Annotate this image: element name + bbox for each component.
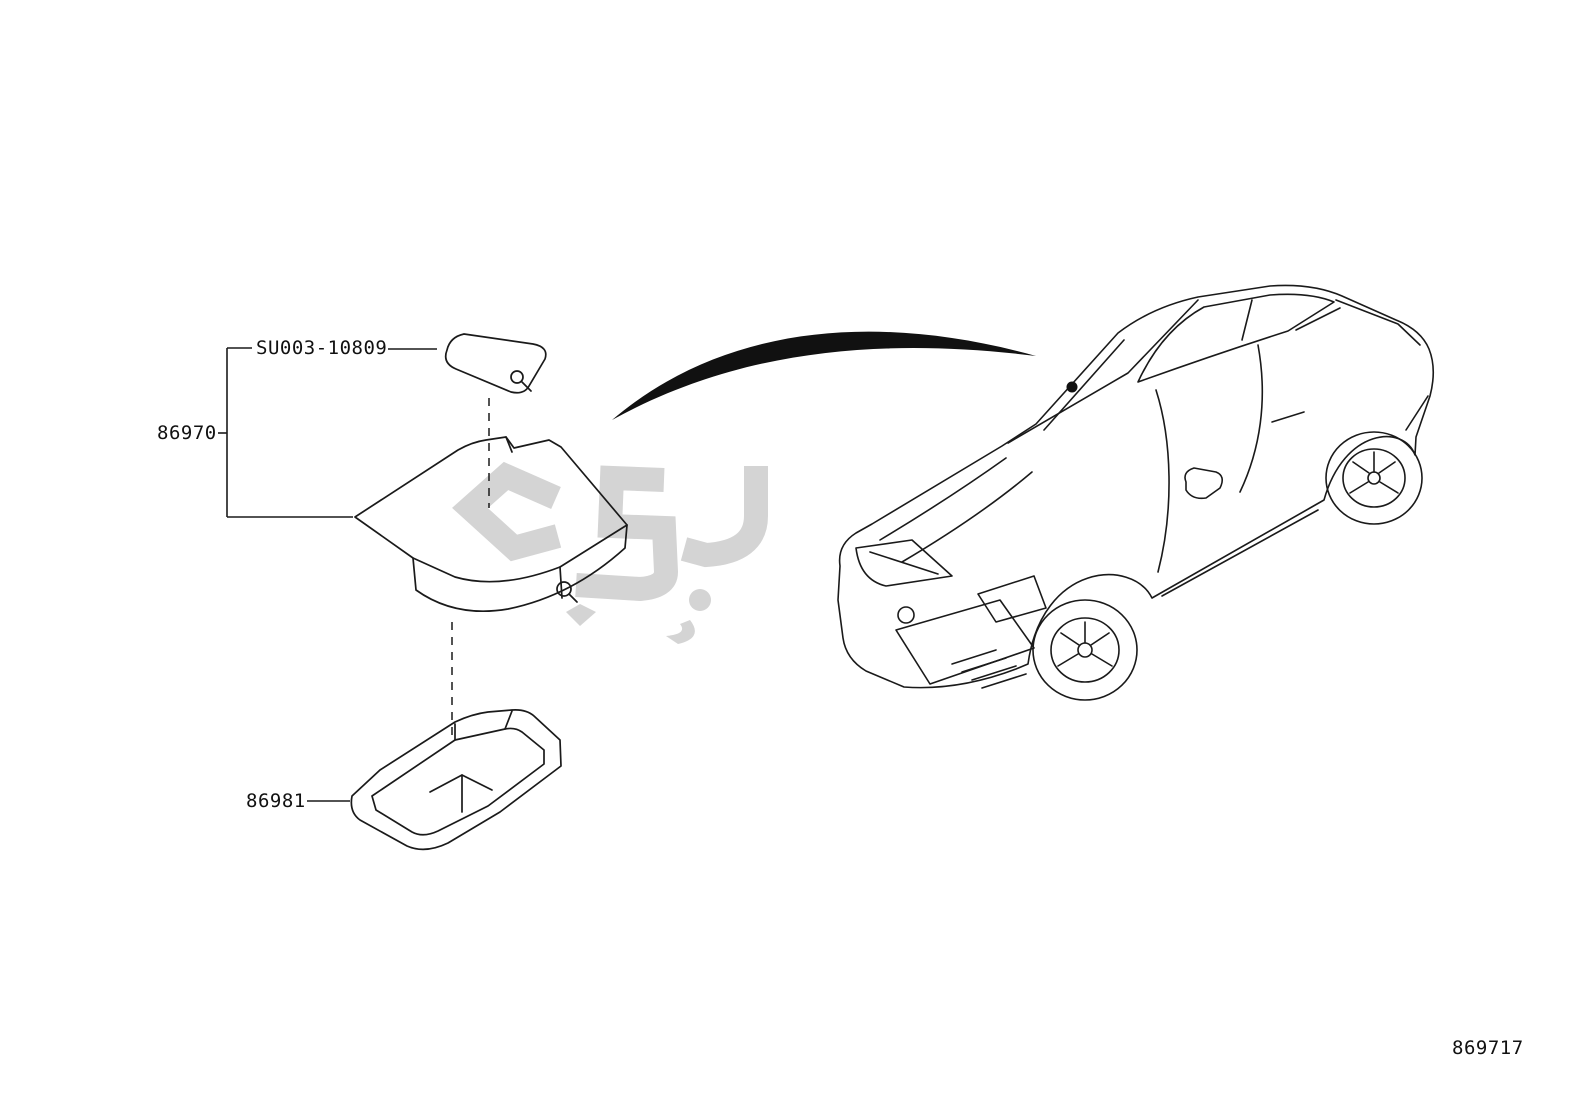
callout-su003-10809: SU003-10809 bbox=[256, 337, 388, 359]
watermark-logo bbox=[452, 461, 768, 602]
part-plate-su003 bbox=[444, 333, 547, 394]
part-cover-86970 bbox=[354, 436, 628, 612]
direction-arrow bbox=[612, 331, 1036, 420]
watermark-marks bbox=[566, 589, 711, 644]
callout-86981: 86981 bbox=[246, 790, 306, 812]
figure-number: 869717 bbox=[1452, 1037, 1524, 1059]
callout-86970: 86970 bbox=[157, 422, 217, 444]
car-illustration bbox=[837, 284, 1435, 701]
dashed-connectors bbox=[451, 398, 490, 742]
leader-lines bbox=[218, 347, 437, 802]
antenna-location-dot bbox=[1066, 381, 1078, 393]
part-lower-cover-86981 bbox=[350, 709, 562, 851]
